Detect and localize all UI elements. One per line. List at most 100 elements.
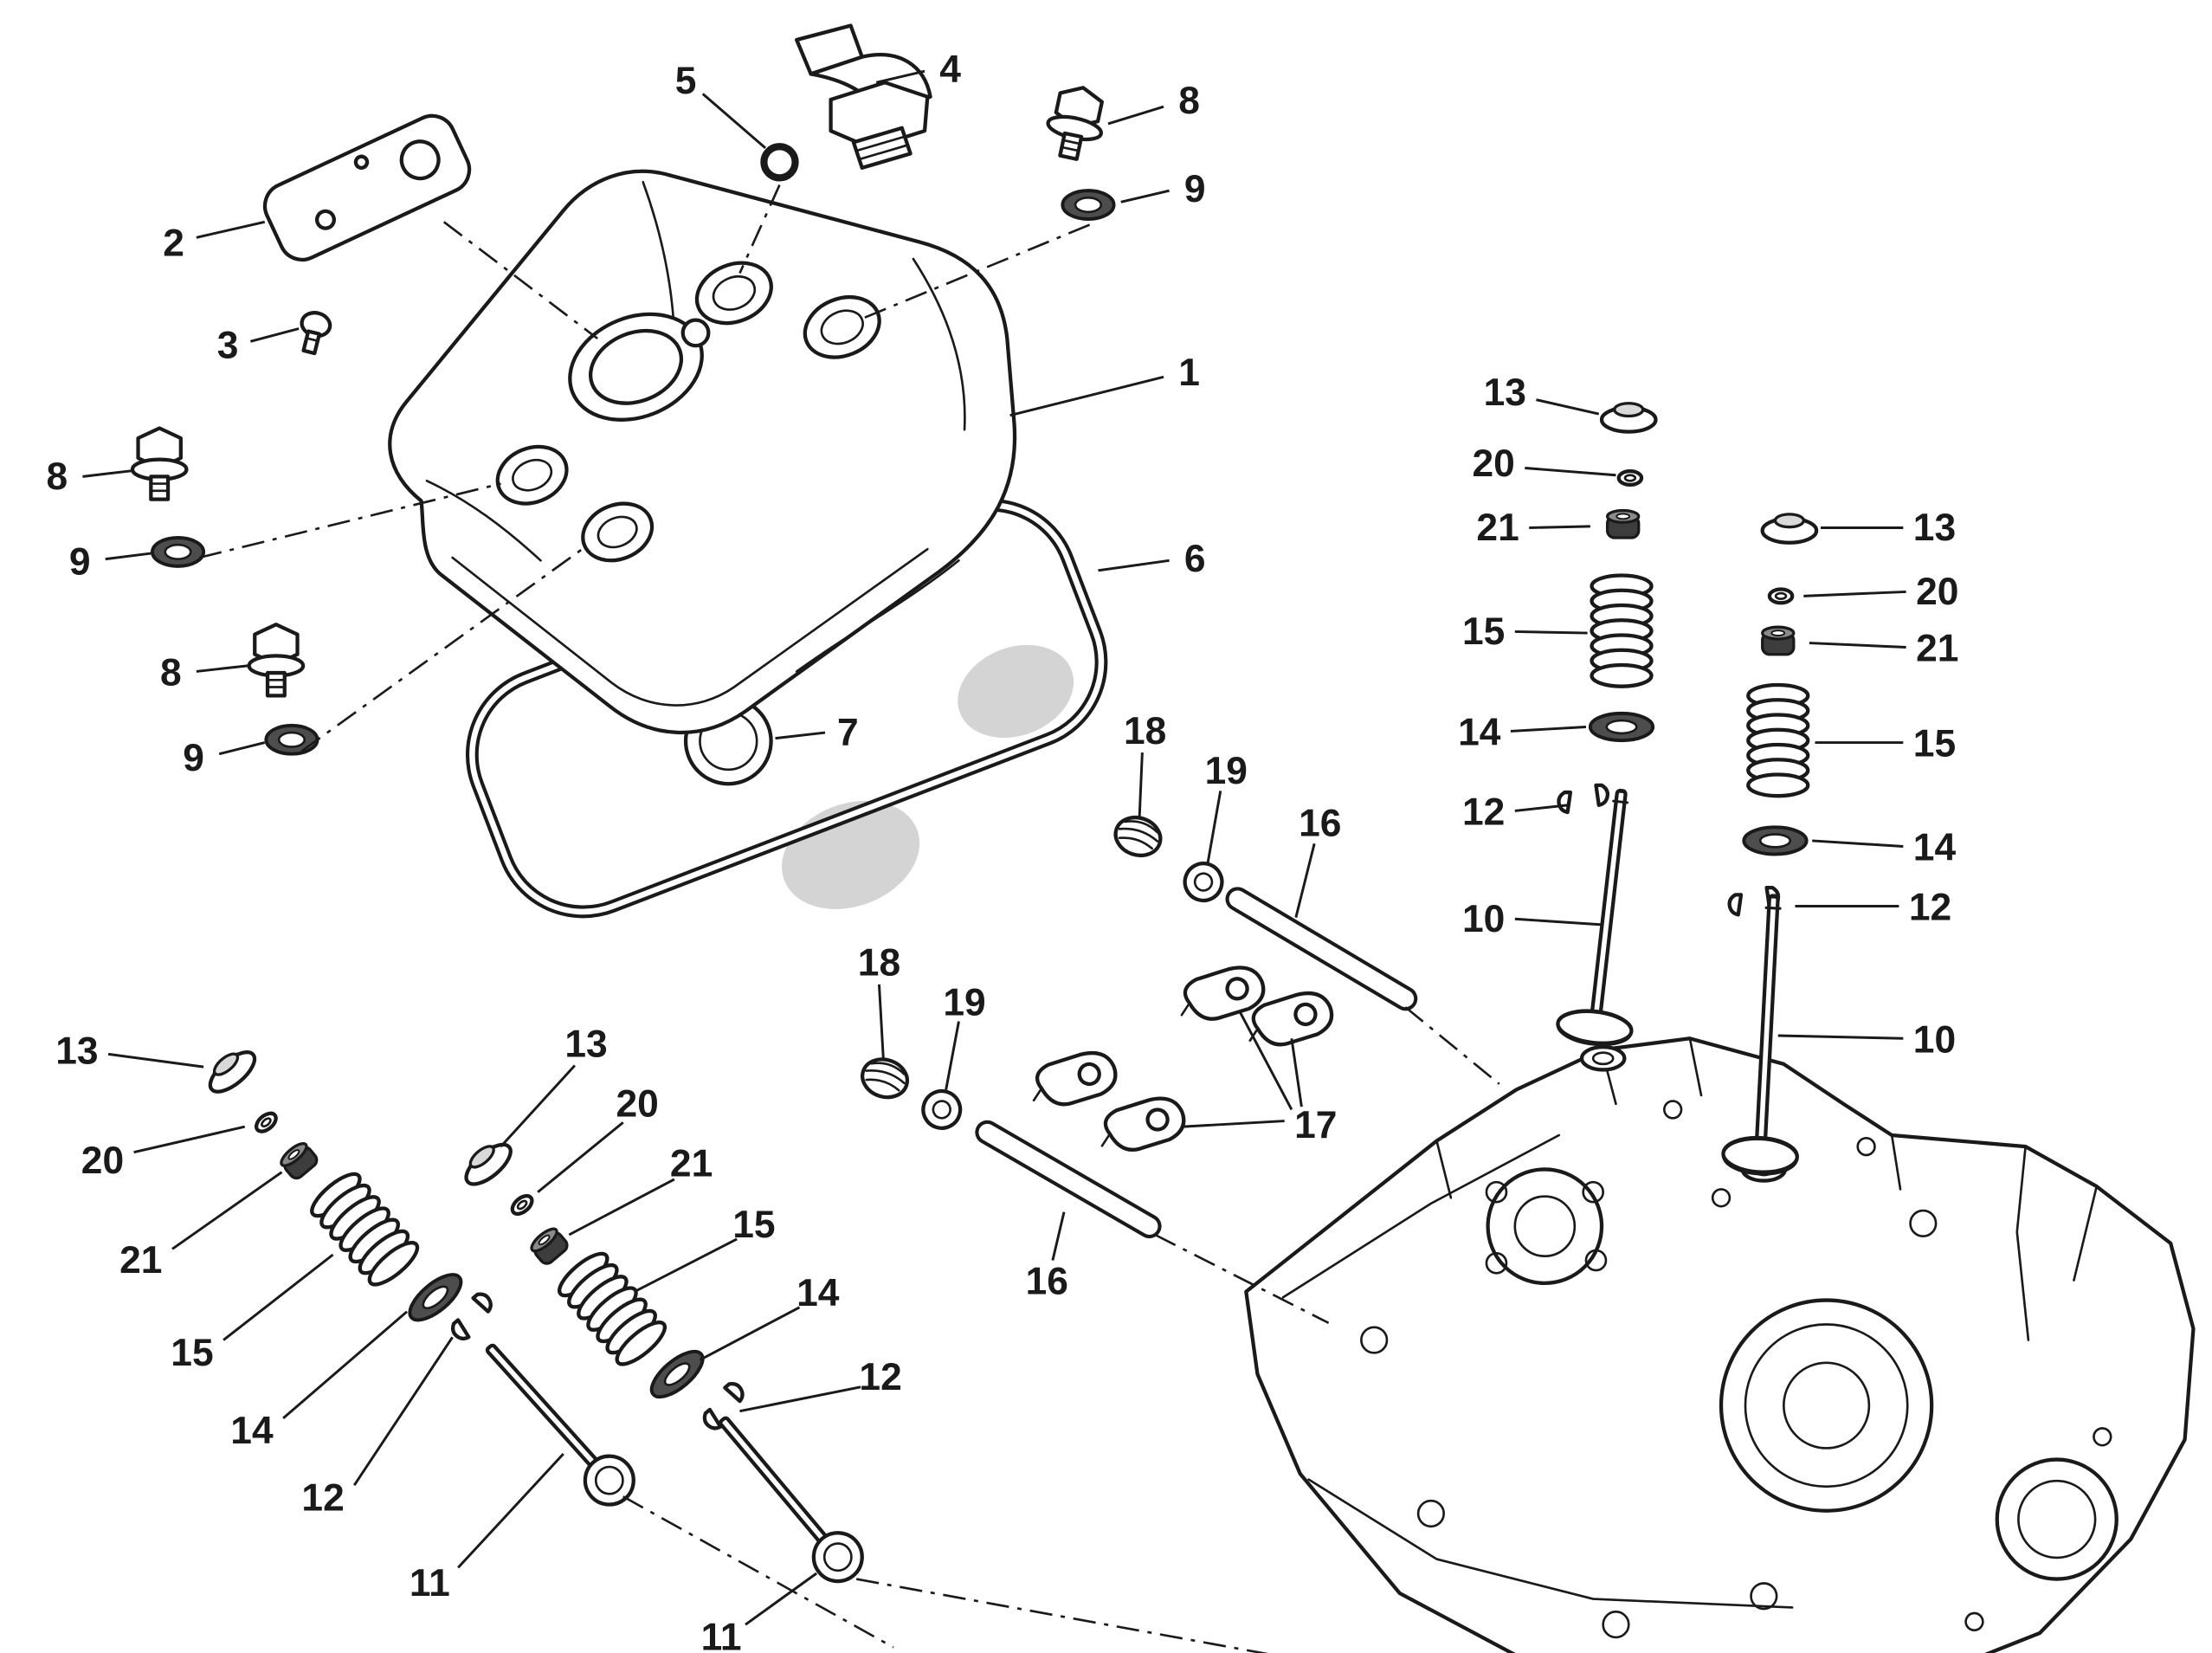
- gasket-shade-pad: [958, 644, 1074, 739]
- callout-leader-9: [1120, 189, 1170, 203]
- bolt-washer: [264, 723, 319, 756]
- rocker-assembly: [857, 812, 1418, 1239]
- callout-label-12-18: 12: [1462, 791, 1505, 834]
- valve-spring: [553, 1247, 670, 1371]
- callout-label-12-46: 12: [859, 1356, 901, 1398]
- rocker-arm: [1093, 1089, 1190, 1162]
- callout-label-21-43: 21: [670, 1142, 713, 1185]
- callout-leader-16: [1294, 843, 1316, 919]
- shaft-plug: [1111, 812, 1165, 862]
- rocker-arm: [1024, 1044, 1121, 1117]
- callout-label-14-24: 14: [1913, 827, 1957, 869]
- callout-label-3-5: 3: [217, 325, 239, 367]
- callout-label-16-33: 16: [1026, 1261, 1068, 1303]
- callout-leader-17: [1290, 1038, 1303, 1107]
- cover-bolt-boss: [495, 444, 569, 506]
- callout-leader-7: [775, 731, 826, 740]
- callout-label-21-22: 21: [1916, 628, 1958, 670]
- bracket-screw: [300, 311, 332, 356]
- callout-leader-15: [1514, 630, 1588, 635]
- callout-label-9-10: 9: [183, 737, 204, 779]
- spring-collar: [253, 1110, 279, 1135]
- cam-bearing-boss: [1486, 1167, 1604, 1285]
- callout-label-15-23: 15: [1913, 723, 1956, 765]
- valve-spring: [306, 1167, 423, 1291]
- bolt-washer: [150, 536, 206, 568]
- callout-leader-5: [701, 93, 767, 149]
- callout-leader-10: [1514, 917, 1603, 927]
- callout-leader-4: [875, 69, 925, 84]
- callout-leader-13: [1536, 398, 1600, 416]
- callout-label-14-38: 14: [230, 1410, 274, 1452]
- callout-leader-8: [196, 664, 248, 673]
- spring-retainer: [457, 1134, 517, 1191]
- callout-leader-14: [282, 1310, 409, 1420]
- callout-label-13-13: 13: [1484, 371, 1526, 414]
- callout-label-12-25: 12: [1909, 887, 1951, 929]
- callout-leader-10: [1777, 1034, 1904, 1040]
- callout-label-8-7: 8: [47, 455, 68, 498]
- callout-leader-21: [1529, 525, 1590, 529]
- centerlines: [198, 184, 1500, 1653]
- callout-label-9-3: 9: [1184, 168, 1206, 210]
- callout-leader-3: [249, 327, 300, 343]
- valve-stem-seal: [276, 1138, 321, 1183]
- callout-leader-17: [1183, 1120, 1285, 1128]
- callout-label-7-12: 7: [837, 712, 859, 754]
- callout-label-15-37: 15: [171, 1332, 213, 1374]
- spring-collar: [1770, 589, 1792, 603]
- spring-seat: [642, 1341, 712, 1407]
- callout-leader-14: [1812, 839, 1904, 848]
- spring-seat: [1742, 825, 1809, 856]
- spring-retainer: [1763, 514, 1816, 543]
- breather-fitting: [795, 23, 932, 170]
- callout-label-13-41: 13: [564, 1023, 607, 1065]
- callout-label-19-32: 19: [943, 982, 985, 1024]
- callout-label-16-29: 16: [1299, 803, 1341, 845]
- callout-label-4-1: 4: [939, 48, 961, 91]
- cylinder-head: [1244, 1036, 2196, 1653]
- callout-leader-13: [107, 1052, 204, 1069]
- callout-leader-8: [1107, 105, 1164, 126]
- valve: [704, 1404, 872, 1592]
- spring-collar: [509, 1192, 535, 1217]
- valve-cotters: [1558, 785, 1607, 812]
- valve-cover: [388, 169, 1017, 735]
- callout-label-11-47: 11: [701, 1616, 742, 1653]
- callout-leader-14: [1510, 726, 1587, 733]
- valve-spring: [1748, 685, 1808, 796]
- callout-label-2-4: 2: [163, 222, 184, 264]
- callout-leader-20: [537, 1121, 624, 1193]
- callout-label-13-20: 13: [1913, 507, 1956, 549]
- callout-leader-8: [82, 469, 132, 478]
- callout-leader-12: [1514, 804, 1568, 812]
- valve-train-left-inner: [457, 1134, 872, 1591]
- cover-bolt-boss: [581, 501, 655, 563]
- callout-label-20-35: 20: [81, 1140, 124, 1182]
- o-ring: [760, 143, 799, 182]
- callout-label-12-39: 12: [301, 1476, 344, 1519]
- callout-leader-1: [1009, 375, 1164, 417]
- callout-leader-13: [500, 1064, 576, 1148]
- callout-label-20-42: 20: [616, 1082, 659, 1125]
- callout-label-11-40: 11: [410, 1562, 450, 1605]
- callout-label-21-36: 21: [119, 1239, 162, 1282]
- cover-bolt: [132, 429, 186, 500]
- spring-seat: [1588, 711, 1655, 743]
- cover-bolt: [249, 624, 303, 695]
- spring-retainer: [201, 1042, 261, 1098]
- callout-leader-15: [222, 1253, 334, 1341]
- gasket-shade-pad: [782, 800, 920, 909]
- combustion-bore: [1719, 1298, 1934, 1513]
- callout-leader-20: [1803, 590, 1906, 597]
- valve-spring: [1592, 576, 1652, 687]
- callout-leader-21: [171, 1171, 283, 1250]
- callout-leader-6: [1098, 559, 1170, 572]
- callout-label-6-11: 6: [1184, 538, 1206, 580]
- callout-leader-21: [568, 1178, 675, 1237]
- callout-leader-19: [945, 1021, 960, 1090]
- callout-leader-18: [877, 984, 885, 1061]
- callout-label-18-27: 18: [1124, 710, 1166, 752]
